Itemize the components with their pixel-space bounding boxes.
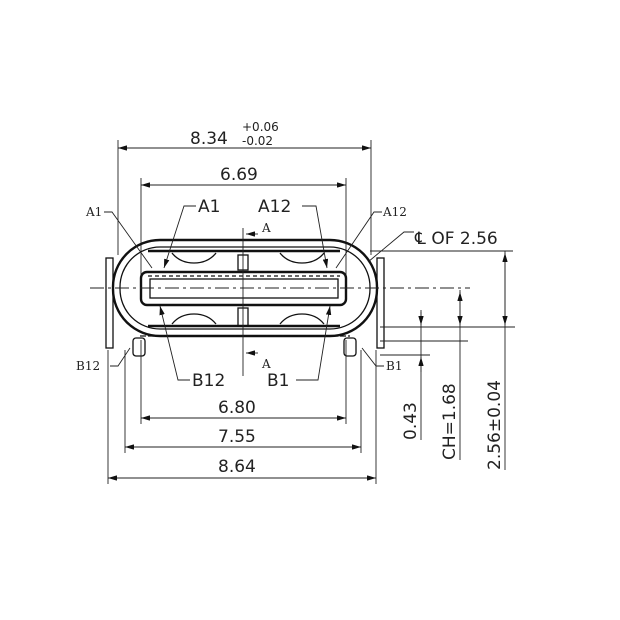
pin-label-a12: A12	[258, 197, 291, 217]
centerline-label: ℄ OF 2.56	[414, 229, 498, 249]
section-mark-top: A	[261, 221, 271, 235]
dim-overall-width: 8.34 +0.06 -0.02	[117, 120, 372, 255]
pin-label-a1: A1	[198, 197, 220, 217]
offset-value: 0.43	[401, 402, 421, 440]
pin-labels: A1 A1 A12 A12 B12 B12 B1 B1	[76, 197, 407, 391]
inner-width-value: 7.55	[218, 427, 256, 447]
pin-label-b12: B12	[192, 371, 225, 391]
pin-label-b12-small: B12	[76, 359, 100, 373]
dim-centerline: ℄ OF 2.56	[367, 229, 513, 263]
dim-height: 2.56±0.04	[485, 251, 508, 470]
contact-span-value: 6.80	[218, 398, 256, 418]
pin-label-a12-small: A12	[382, 205, 407, 219]
overall-width-value: 8.34	[190, 129, 228, 149]
dim-tongue-width: 6.69	[140, 165, 347, 290]
height-value: 2.56±0.04	[485, 380, 505, 470]
connector-body	[105, 238, 385, 357]
dim-offset: 0.43	[401, 310, 424, 440]
section-mark-bottom: A	[261, 357, 271, 371]
pin-label-b1: B1	[267, 371, 289, 391]
dim-outer-width: 8.64	[107, 350, 377, 484]
overall-width-tol-minus: -0.02	[242, 134, 273, 148]
tongue-width-value: 6.69	[220, 165, 258, 185]
dim-contact-span: 6.80	[140, 340, 347, 424]
pin-label-a1-small: A1	[85, 205, 102, 219]
overall-width-tol-plus: +0.06	[242, 120, 279, 134]
outer-width-value: 8.64	[218, 457, 256, 477]
section-marks: A A	[246, 221, 271, 371]
dim-inner-width: 7.55	[124, 350, 362, 453]
dim-center-height: CH=1.68	[440, 290, 463, 460]
pin-label-b1-small: B1	[386, 359, 402, 373]
center-height-value: CH=1.68	[440, 383, 460, 460]
